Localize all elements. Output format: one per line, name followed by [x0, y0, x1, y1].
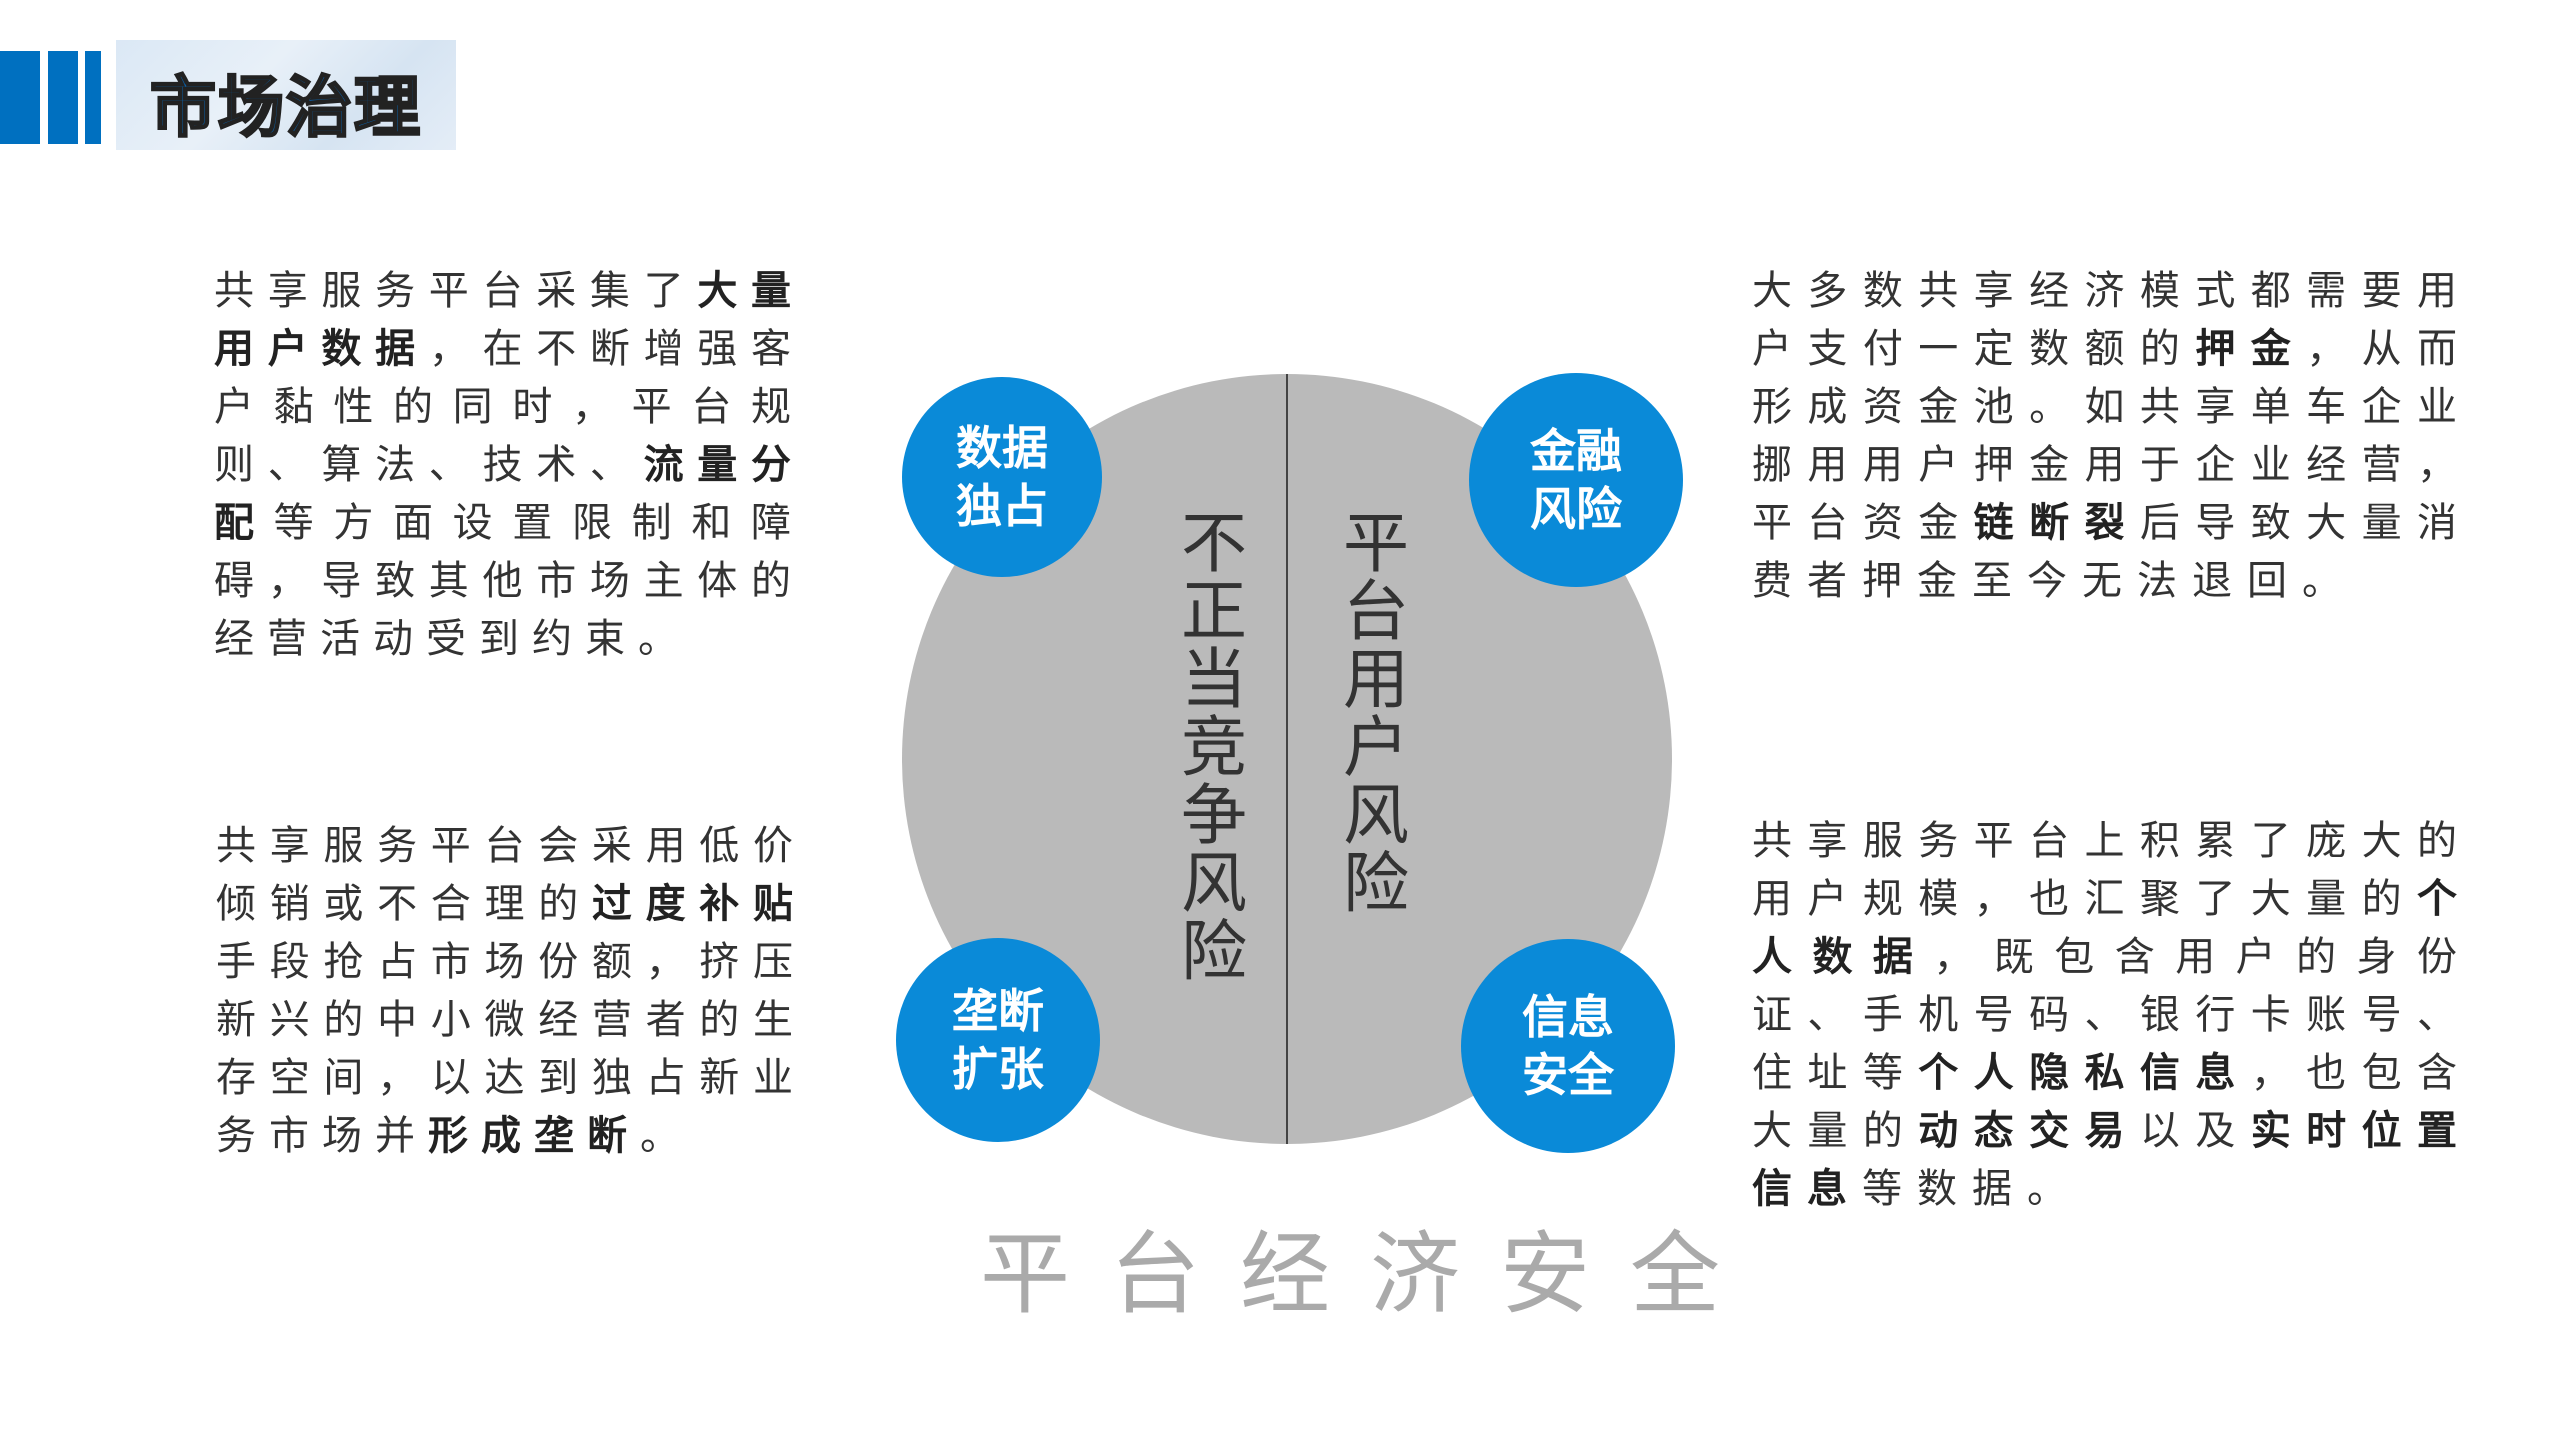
body-text: 等数据。: [1862, 1166, 2082, 1212]
badge-line: 信息: [1522, 990, 1614, 1044]
body-text: ，在不断增强客户黏性的同时，平台规则、算法、技术、: [214, 326, 805, 488]
body-text: 。: [640, 1113, 693, 1159]
header-accent-bar: [85, 51, 101, 144]
badge-line: 金融: [1530, 424, 1622, 478]
financial-risk-text: 大多数共享经济模式都需要用户支付一定数额的押金，从而形成资金池。如共享单车企业挪…: [1752, 262, 2472, 610]
emphasis-text: 动态交易: [1918, 1107, 2140, 1154]
emphasis-text: 大量用户数据: [214, 267, 805, 372]
badge-info-security: 信息 安全: [1461, 939, 1675, 1153]
emphasis-text: 实时位置信息: [1752, 1107, 2473, 1212]
body-text: 大多数共享经济模式都需要用户支付一定数额的: [1752, 268, 2472, 372]
emphasis-text: 个人隐私信息: [1918, 1049, 2251, 1096]
badge-monopoly-expansion: 垄断 扩张: [896, 938, 1100, 1142]
body-text: 以及: [2139, 1108, 2251, 1154]
badge-line: 垄断: [952, 984, 1044, 1038]
body-text: 共享服务平台采集了: [214, 268, 698, 314]
header-accent-bar: [0, 51, 40, 144]
body-text: 后导致大量消费者押金至今无法退回。: [1752, 500, 2473, 604]
data-monopoly-text: 共享服务平台采集了大量用户数据，在不断增强客户黏性的同时，平台规则、算法、技术、…: [214, 262, 804, 668]
emphasis-text: 流量分配: [214, 441, 805, 546]
monopoly-expansion-text: 共享服务平台会采用低价倾销或不合理的过度补贴手段抢占市场份额，挤压新兴的中小微经…: [216, 817, 806, 1165]
badge-line: 安全: [1522, 1048, 1614, 1102]
badge-line: 独占: [956, 479, 1048, 533]
body-text: 手段抢占市场份额，挤压新兴的中小微经营者的生存空间，以达到独占新业务市场并: [216, 939, 806, 1159]
badge-financial-risk: 金融 风险: [1469, 373, 1683, 587]
unfair-competition-label: 不正当竞争风险: [1170, 508, 1247, 984]
header-accent-bar: [48, 51, 78, 144]
platform-user-risk-label: 平台用户风险: [1332, 508, 1409, 916]
body-text: ，既包含用户的身份证、手机号码、银行卡账号、住址等: [1752, 934, 2473, 1096]
emphasis-text: 个人数据: [1752, 875, 2472, 980]
info-security-text: 共享服务平台上积累了庞大的用户规模，也汇聚了大量的个人数据，既包含用户的身份证、…: [1752, 812, 2472, 1218]
emphasis-text: 链断裂: [1973, 499, 2140, 546]
body-text: ，从而形成资金池。如共享单车企业挪用用户押金用于企业经营，平台资金: [1752, 326, 2473, 546]
badge-line: 数据: [956, 421, 1048, 475]
emphasis-text: 过度补贴: [591, 880, 807, 927]
badge-line: 扩张: [952, 1042, 1044, 1096]
watermark: 平台经济安全: [980, 1222, 1760, 1327]
body-text: 共享服务平台上积累了庞大的用户规模，也汇聚了大量的: [1752, 818, 2472, 922]
title-box: 市场治理: [116, 40, 456, 150]
emphasis-text: 押金: [2195, 325, 2307, 372]
badge-line: 风险: [1530, 482, 1622, 536]
emphasis-text: 形成垄断: [428, 1112, 640, 1159]
badge-data-monopoly: 数据 独占: [902, 377, 1102, 577]
body-text: 等方面设置限制和障碍，导致其他市场主体的经营活动受到约束。: [214, 500, 805, 662]
page-title: 市场治理: [149, 68, 422, 148]
center-divider: [1286, 374, 1288, 1144]
body-text: ，也包含大量的: [1752, 1050, 2472, 1154]
body-text: 共享服务平台会采用低价倾销或不合理的: [216, 823, 806, 927]
